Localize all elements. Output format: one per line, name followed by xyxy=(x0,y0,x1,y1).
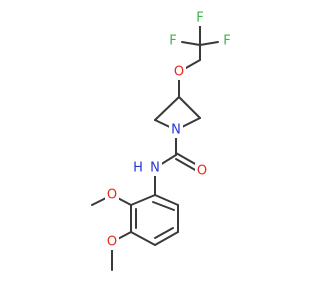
bond-benz-4-5 xyxy=(154,231,179,246)
atom-o-carbonyl: O xyxy=(197,164,207,179)
atom-o-methoxy-bottom: O xyxy=(107,235,117,250)
atom-f-top: F xyxy=(196,11,203,26)
molecule-diagram: F F F O N O N H O O xyxy=(91,10,234,271)
bond-ring-top-right xyxy=(178,96,201,119)
bond-benz-6-1 xyxy=(154,194,179,206)
bond-c-f-left xyxy=(181,41,201,46)
bond-carbonyl-double-b xyxy=(175,158,198,172)
bond-carbonyl-double-a xyxy=(175,152,198,166)
bond-benz-3-4 xyxy=(130,231,156,246)
atom-f-right: F xyxy=(223,34,230,49)
bond-benz-inner-a xyxy=(152,201,175,211)
bonds xyxy=(91,19,219,271)
bond-benz-1-2 xyxy=(130,194,156,206)
atom-labels: F F F O N O N H O O xyxy=(105,10,234,250)
atom-o-methoxy-top: O xyxy=(107,188,117,203)
atom-f-left: F xyxy=(169,34,176,49)
atom-h-amide: H xyxy=(133,161,143,176)
bond-benz-inner-c xyxy=(154,227,174,239)
bond-ring-top-left xyxy=(154,96,180,121)
atom-o-ether: O xyxy=(174,65,184,80)
bond-c-f-right xyxy=(199,41,219,46)
atom-n-amide: N xyxy=(150,161,160,176)
atom-n-ring: N xyxy=(171,123,181,138)
